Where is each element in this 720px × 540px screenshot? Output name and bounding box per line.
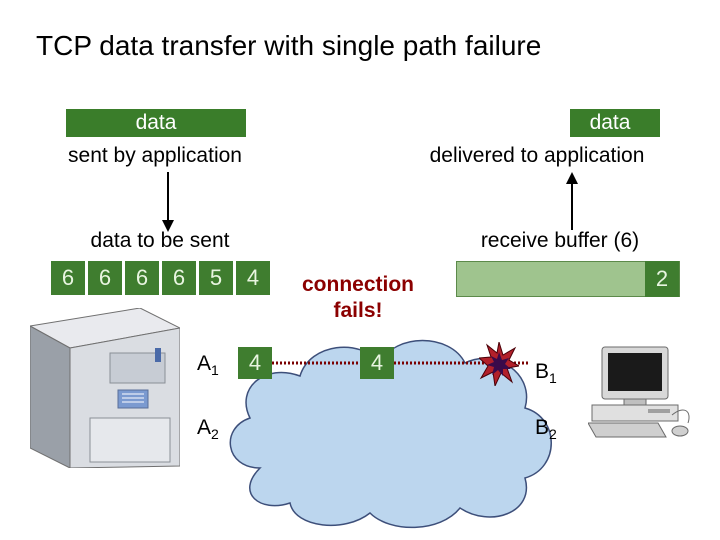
sender-data-label: data	[135, 111, 177, 134]
send-queue-label: data to be sent	[90, 229, 230, 252]
node-b2-sub: 2	[549, 426, 557, 443]
client-computer-icon	[588, 346, 690, 438]
node-b1-sub: 1	[549, 370, 557, 387]
sender-caption: sent by application	[68, 144, 242, 167]
node-a2-label: A2	[197, 416, 219, 442]
send-queue-cell: 6	[88, 261, 122, 295]
send-queue-cell: 5	[199, 261, 233, 295]
node-b1-label: B1	[535, 360, 557, 386]
send-queue-cell: 6	[162, 261, 196, 295]
server-icon	[30, 308, 180, 468]
sender-down-arrow	[162, 172, 174, 232]
receive-buffer	[456, 261, 680, 297]
node-a2-base: A	[197, 416, 212, 439]
node-a2-sub: 2	[211, 426, 219, 443]
failure-text-line1: connection	[301, 273, 414, 296]
receive-buffer-value: 2	[645, 261, 679, 297]
node-b2-base: B	[535, 416, 550, 439]
node-a1-base: A	[197, 352, 212, 375]
node-b2-label: B2	[535, 416, 557, 442]
node-a1-label: A1	[197, 352, 219, 378]
packet-at-sender: 4	[238, 347, 272, 379]
sender-data-bar	[66, 109, 246, 137]
send-queue-cell: 6	[125, 261, 159, 295]
receiver-up-arrow	[566, 172, 578, 230]
slide-title: TCP data transfer with single path failu…	[36, 30, 542, 61]
receiver-caption: delivered to application	[429, 144, 645, 167]
node-b1-base: B	[535, 360, 550, 383]
send-queue-cell: 6	[51, 261, 85, 295]
network-cloud	[229, 339, 552, 529]
packet-in-transit: 4	[360, 347, 394, 379]
receive-buffer-label: receive buffer (6)	[480, 229, 640, 252]
node-a1-sub: 1	[211, 362, 219, 379]
receiver-data-label: data	[589, 111, 631, 134]
failure-burst-icon	[479, 342, 519, 386]
send-queue-cell: 4	[236, 261, 270, 295]
receiver-data-bar	[570, 109, 660, 137]
send-queue: 6 6 6 6 5 4	[51, 261, 273, 295]
failure-text-line2: fails!	[333, 299, 383, 322]
